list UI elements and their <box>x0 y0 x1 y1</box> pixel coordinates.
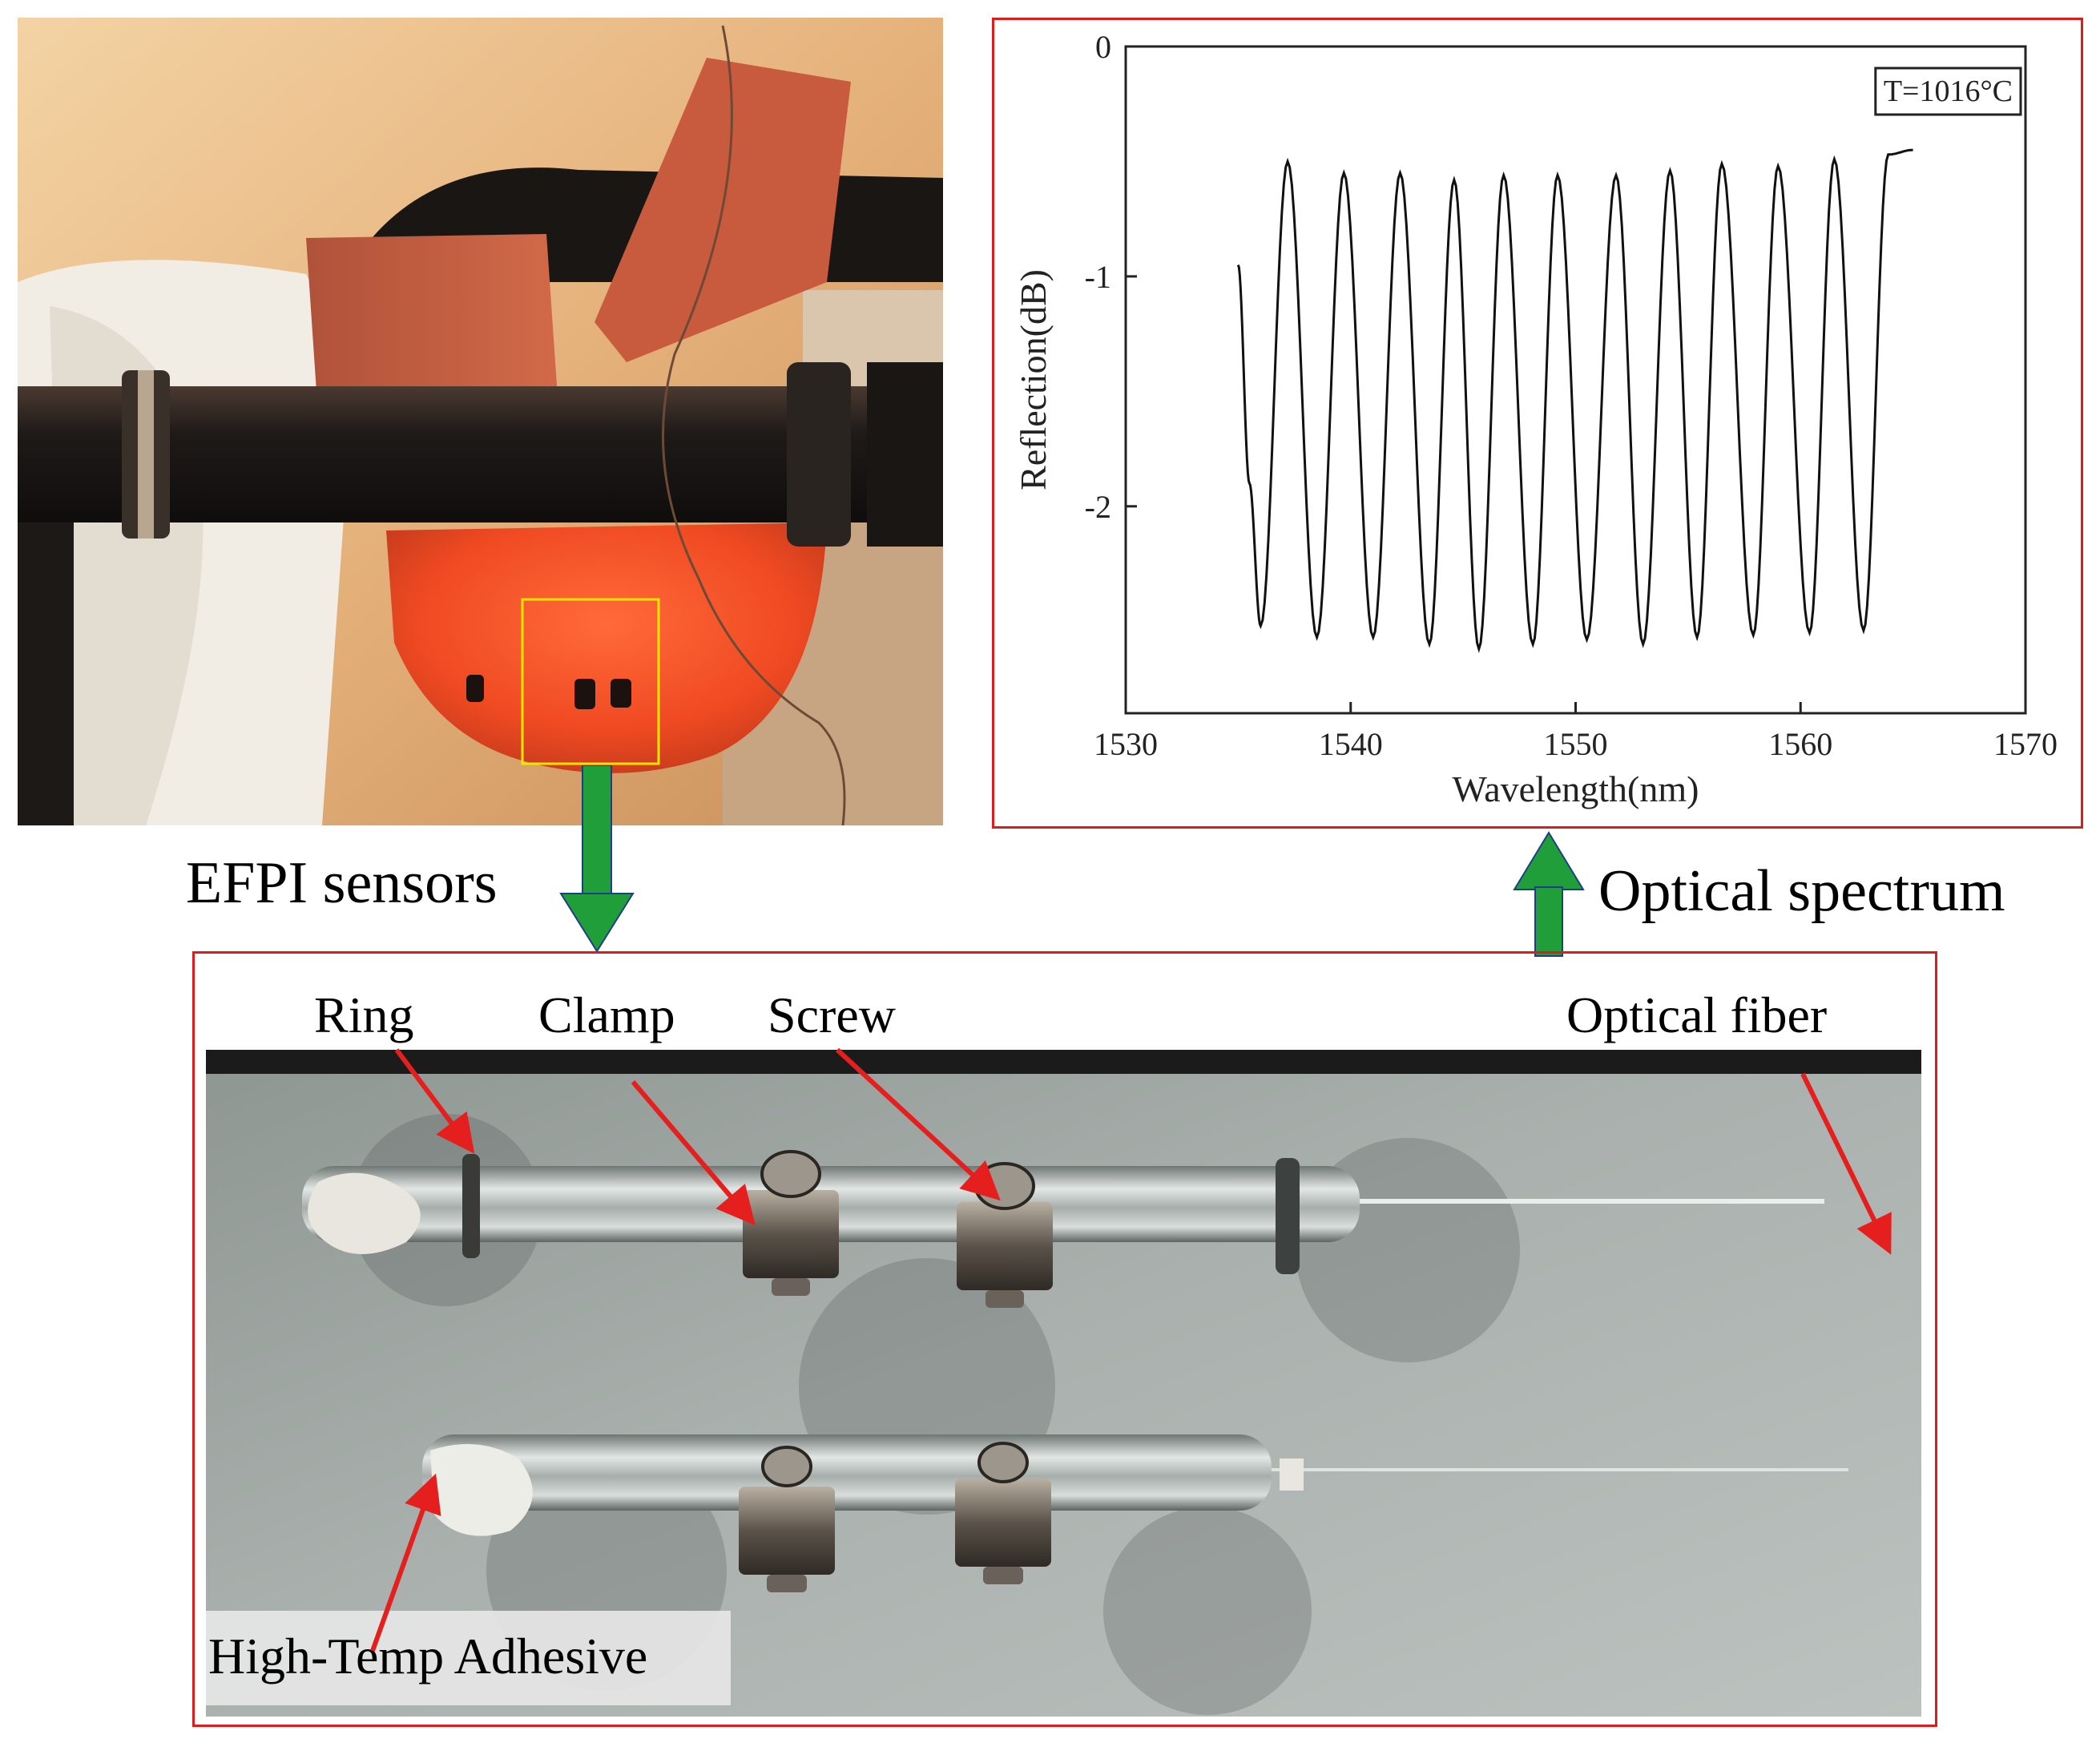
down-arrow <box>559 765 635 953</box>
x-tick-label: 1530 <box>1094 726 1158 762</box>
adhesive-label-background <box>206 1611 731 1705</box>
optical-spectrum-label: Optical spectrum <box>1598 858 2005 924</box>
optical-fiber-label: Optical fiber <box>1566 986 1828 1043</box>
screw-label: Screw <box>768 986 896 1043</box>
y-tick-label: -1 <box>1085 259 1111 295</box>
furnace-photo <box>18 18 943 825</box>
temperature-annotation: T=1016°C <box>1884 75 2013 108</box>
plot-frame <box>1124 45 2027 715</box>
sensor-photo <box>206 1050 1921 1717</box>
efpi-sensors-label: EFPI sensors <box>186 850 498 916</box>
ring-label: Ring <box>314 986 414 1043</box>
sensor-illustration <box>206 1050 1921 1717</box>
x-tick-label: 1540 <box>1319 726 1383 762</box>
x-axis-label: Wavelength(nm) <box>1453 769 1699 809</box>
upper-sensor <box>302 1150 1824 1308</box>
sensor-photo-frame <box>192 951 1937 1727</box>
up-arrow <box>1513 831 1585 957</box>
furnace-illustration <box>18 18 943 825</box>
y-tick-label: 0 <box>1095 29 1111 65</box>
y-tick-label: -2 <box>1085 489 1111 525</box>
x-tick-label: 1550 <box>1544 726 1608 762</box>
x-tick-label: 1560 <box>1768 726 1832 762</box>
lower-sensor <box>422 1434 1848 1592</box>
x-tick-label: 1570 <box>1993 726 2058 762</box>
spectrum-frame <box>992 18 2083 829</box>
y-axis-label: Reflection(dB) <box>1013 269 1054 490</box>
adhesive-label: High-Temp Adhesive <box>208 1628 648 1684</box>
clamp-label: Clamp <box>538 986 675 1043</box>
spectrum-line-series-0 <box>1236 148 1913 653</box>
sensor-highlight-box <box>521 598 660 765</box>
annotation-box <box>1874 67 2022 116</box>
